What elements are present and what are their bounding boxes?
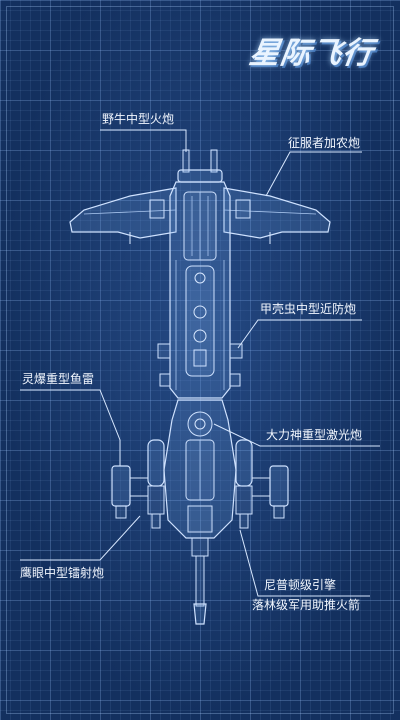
nose-cannons [177, 149, 223, 183]
wings [69, 187, 331, 244]
label-yingyan-laser: 鹰眼中型镭射炮 [20, 566, 105, 580]
label-nipudun-engine: 尼普顿级引擎 [264, 578, 337, 592]
tail-rod [193, 555, 207, 625]
label-yeniu-cannon: 野牛中型火炮 [102, 112, 175, 126]
label-dalishen-laser: 大力神重型激光炮 [266, 428, 363, 442]
label-lingbao-torpedo: 灵爆重型鱼雷 [22, 372, 95, 386]
label-luolin-booster: 落林级军用助推火箭 [252, 598, 361, 612]
side-turrets [157, 343, 243, 387]
label-jiakechong-turret: 甲壳虫中型近防炮 [260, 302, 357, 316]
fuselage [169, 181, 231, 399]
label-zhengfuzhe-cannon: 征服者加农炮 [288, 136, 361, 150]
leader-lines [20, 129, 380, 597]
engine-pods [111, 439, 289, 529]
rear-hull [163, 399, 237, 557]
